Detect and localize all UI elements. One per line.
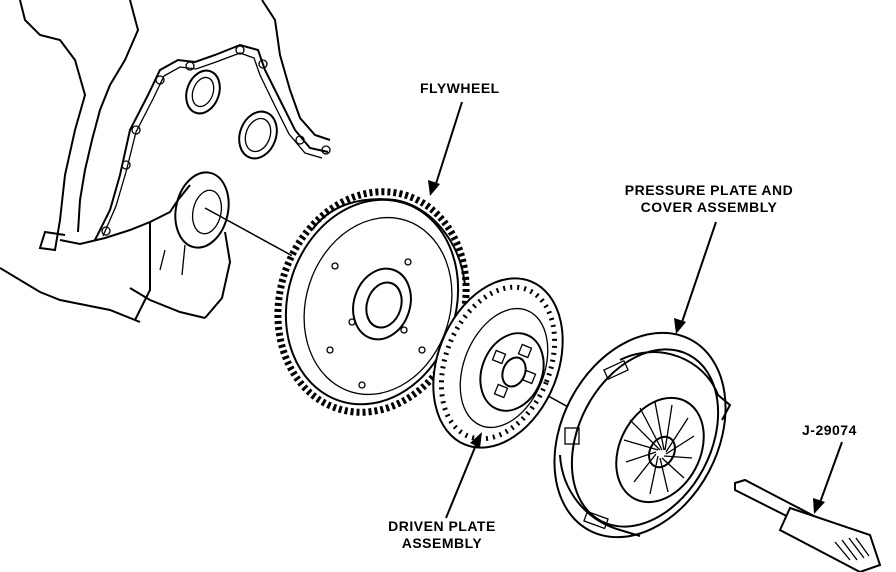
engine-block — [0, 0, 331, 323]
driven-plate-label-line1: DRIVEN PLATE — [388, 518, 496, 534]
pressure-plate-cover — [553, 331, 732, 539]
tool-leader — [817, 441, 843, 509]
driven-plate-label: DRIVEN PLATE ASSEMBLY — [372, 518, 512, 552]
driven-plate-leader — [445, 439, 479, 519]
driven-plate — [432, 277, 564, 449]
leader-lines — [428, 101, 843, 519]
pressure-plate-leader — [679, 221, 717, 329]
flywheel-label: FLYWHEEL — [420, 80, 500, 96]
tool-label: J-29074 — [802, 422, 857, 438]
pressure-plate-label-line2: COVER ASSEMBLY — [640, 199, 778, 215]
flywheel-leader — [433, 101, 463, 191]
alignment-tool — [734, 478, 882, 572]
pressure-plate-label-line1: PRESSURE PLATE AND — [624, 182, 794, 198]
pressure-plate-label: PRESSURE PLATE AND COVER ASSEMBLY — [606, 182, 812, 216]
driven-plate-label-line2: ASSEMBLY — [401, 535, 483, 551]
